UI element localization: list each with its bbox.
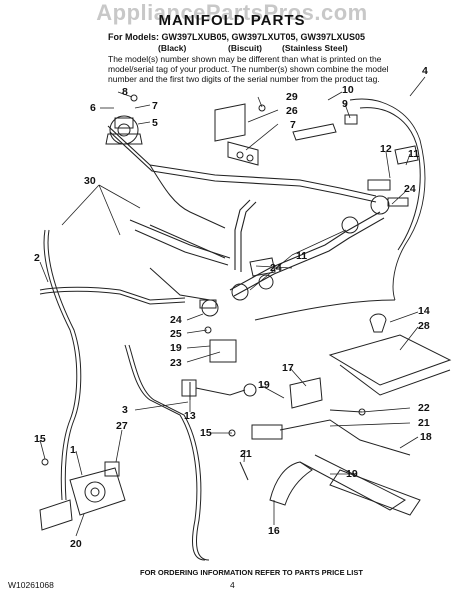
callout-28: 28 bbox=[418, 320, 430, 332]
callout-10: 10 bbox=[342, 84, 354, 96]
callout-19-mid: 19 bbox=[258, 379, 270, 391]
callout-3: 3 bbox=[122, 404, 128, 416]
burner-tube-30-mid bbox=[149, 224, 226, 259]
callout-17: 17 bbox=[282, 362, 294, 374]
color-stainless: (Stainless Steel) bbox=[282, 43, 348, 53]
leader-lines bbox=[39, 76, 426, 537]
valve-row-upper bbox=[341, 179, 409, 234]
valve-row-lower bbox=[199, 274, 274, 317]
bracket-17 bbox=[289, 377, 323, 409]
screw-8 bbox=[130, 94, 138, 102]
watermark: AppliancePartsPros.com bbox=[96, 0, 368, 25]
callout-2: 2 bbox=[34, 252, 40, 264]
callout-21-right: 21 bbox=[418, 417, 430, 429]
tube-2 bbox=[39, 286, 186, 301]
screw-15-mid bbox=[228, 429, 236, 437]
tube-3 bbox=[124, 344, 206, 561]
flex-hose-16 bbox=[269, 461, 313, 506]
bracket-26 bbox=[214, 103, 259, 166]
callout-19-lower: 19 bbox=[346, 468, 358, 480]
callout-7b: 7 bbox=[290, 119, 296, 131]
callout-4: 4 bbox=[422, 65, 428, 77]
callout-18: 18 bbox=[420, 431, 432, 443]
page-number: 4 bbox=[230, 580, 235, 590]
diagram-title: MANIFOLD PARTS bbox=[158, 12, 306, 29]
callout-13: 13 bbox=[184, 410, 196, 422]
valve-assembly-5 bbox=[105, 115, 143, 145]
burner-bottom bbox=[329, 469, 421, 516]
callout-5: 5 bbox=[152, 117, 158, 129]
callout-15-mid: 15 bbox=[200, 427, 212, 439]
screw-29 bbox=[258, 104, 266, 112]
callout-1: 1 bbox=[70, 444, 76, 456]
callout-26: 26 bbox=[286, 105, 298, 117]
callout-30: 30 bbox=[84, 175, 96, 187]
color-black: (Black) bbox=[158, 43, 187, 53]
callout-27: 27 bbox=[116, 420, 128, 432]
callout-7: 7 bbox=[152, 100, 158, 112]
callout-24-mid: 24 bbox=[270, 262, 282, 274]
callout-8: 8 bbox=[122, 86, 128, 98]
callout-12: 12 bbox=[380, 143, 392, 155]
electrode-22 bbox=[329, 409, 363, 413]
fitting-13 bbox=[181, 379, 257, 397]
tube-30 bbox=[43, 229, 78, 501]
clip-11-upper bbox=[394, 145, 419, 165]
igniter-14 bbox=[369, 313, 387, 333]
screw-25 bbox=[204, 326, 212, 334]
callout-29: 29 bbox=[286, 91, 298, 103]
callout-11-top: 11 bbox=[408, 148, 420, 160]
callout-21-mid: 21 bbox=[240, 448, 252, 460]
callout-24-top: 24 bbox=[404, 183, 416, 195]
lower-valve-assembly bbox=[239, 419, 411, 481]
clip-11-lower bbox=[249, 257, 276, 277]
screw-15-left bbox=[41, 458, 49, 466]
callout-11-mid: 11 bbox=[296, 250, 308, 262]
wire-harness-4 bbox=[349, 98, 426, 301]
color-biscuit: (Biscuit) bbox=[228, 43, 262, 53]
note-line-2: model/serial tag of your product. The nu… bbox=[108, 64, 389, 74]
heat-shield-28 bbox=[328, 334, 452, 386]
doc-number: W10261068 bbox=[8, 580, 54, 590]
clip-9 bbox=[292, 123, 337, 141]
callout-20: 20 bbox=[70, 538, 82, 550]
connector-10 bbox=[344, 114, 358, 125]
callout-23: 23 bbox=[170, 357, 182, 369]
callout-14: 14 bbox=[418, 305, 430, 317]
manifold-pipes bbox=[107, 125, 385, 297]
callout-25: 25 bbox=[170, 328, 182, 340]
callout-16: 16 bbox=[268, 525, 280, 537]
callout-19-upper: 19 bbox=[170, 342, 182, 354]
callout-24-left: 24 bbox=[170, 314, 182, 326]
bracket-23 bbox=[209, 339, 237, 363]
regulator-assembly-1 bbox=[39, 461, 126, 531]
note-line-1: The model(s) number shown may be differe… bbox=[108, 54, 382, 64]
models-line: For Models: GW397LXUB05, GW397LXUT05, GW… bbox=[108, 32, 366, 42]
callout-6: 6 bbox=[90, 102, 96, 114]
note-line-3: number and the first two digits of the s… bbox=[108, 74, 380, 84]
callout-9: 9 bbox=[342, 98, 348, 110]
callout-15-left: 15 bbox=[34, 433, 46, 445]
burner-tubes bbox=[129, 164, 231, 301]
ordering-info: FOR ORDERING INFORMATION REFER TO PARTS … bbox=[140, 568, 363, 577]
callout-22: 22 bbox=[418, 402, 430, 414]
